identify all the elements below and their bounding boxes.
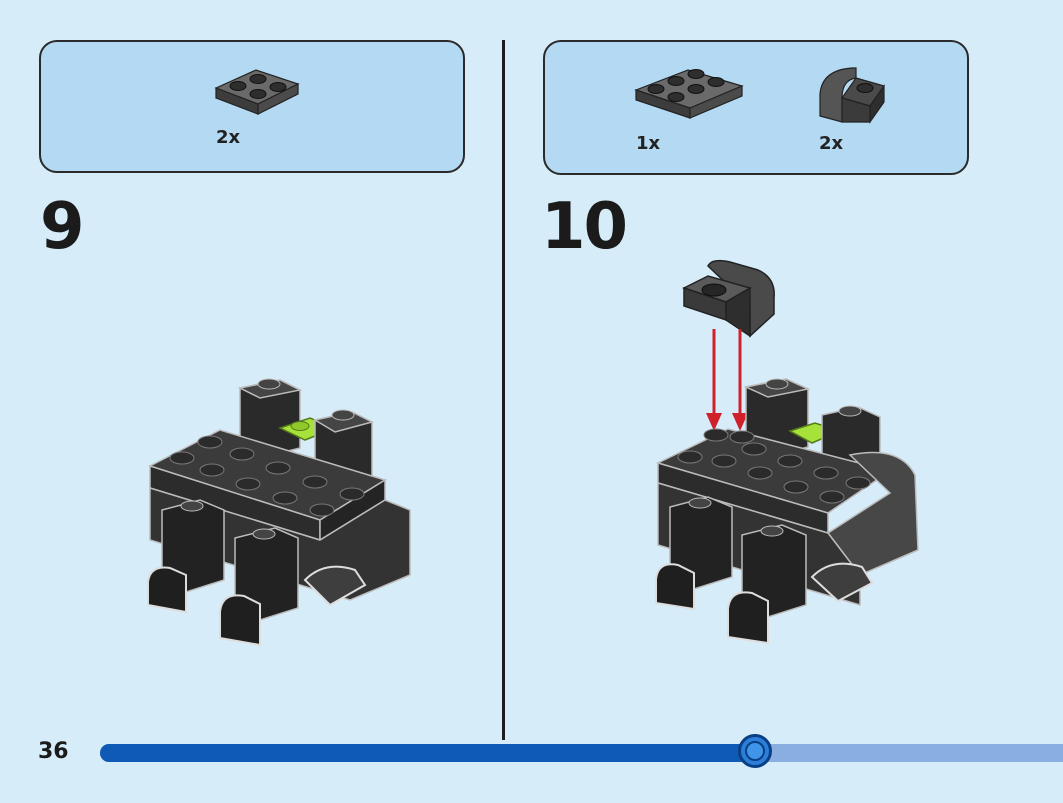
part-qty: 1x [636, 133, 661, 154]
plate-2x3-icon [634, 69, 744, 119]
page-number: 36 [38, 739, 69, 764]
progress-indicator [737, 734, 772, 768]
falling-part-step-10 [682, 259, 775, 338]
placement-arrows [706, 329, 748, 431]
step-number: 9 [40, 190, 85, 264]
curved-slope-icon [819, 67, 885, 124]
progress-fill [100, 744, 755, 762]
model-assembly-step-10 [655, 378, 919, 645]
part-qty: 2x [819, 133, 844, 154]
plate-2x2-icon [214, 69, 300, 115]
step-number: 10 [541, 190, 628, 264]
part-qty: 2x [216, 127, 241, 148]
parts-callout-step-10 [543, 40, 969, 175]
page-divider [502, 40, 505, 740]
model-assembly-step-9 [147, 378, 411, 647]
progress-bar [100, 734, 1063, 768]
